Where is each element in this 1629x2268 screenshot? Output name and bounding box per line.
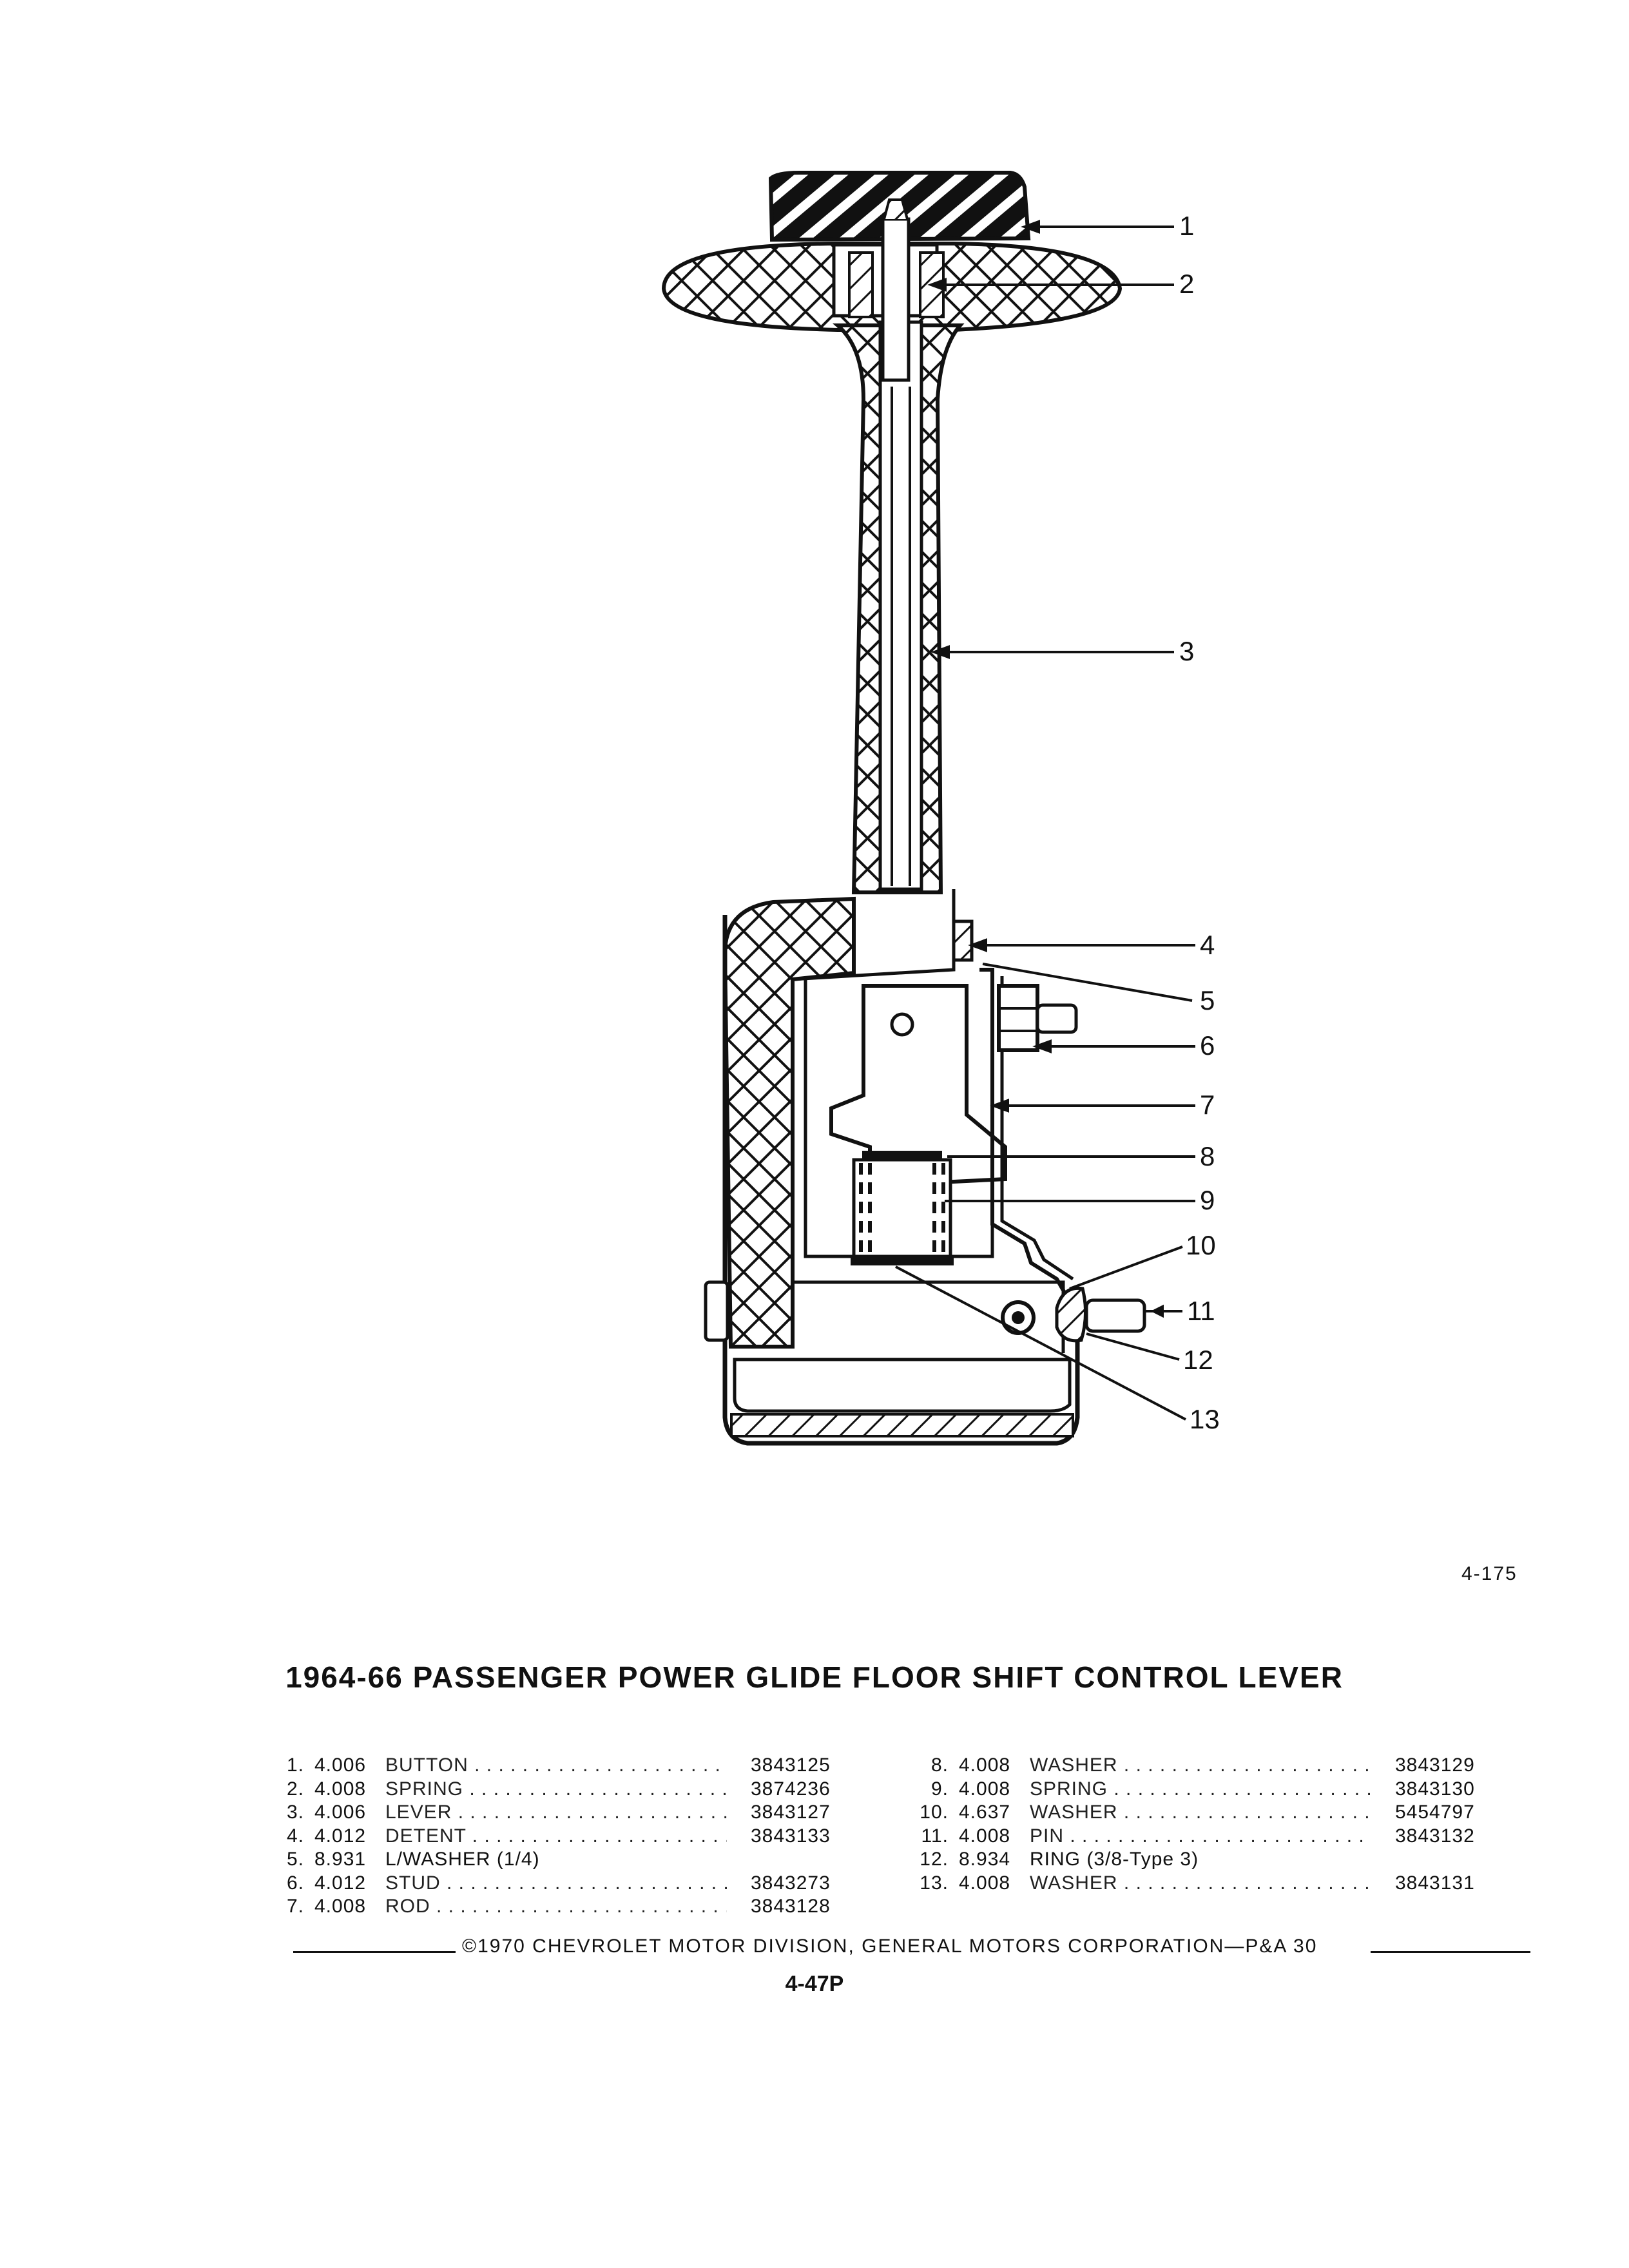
callout-3: 3 bbox=[1179, 636, 1195, 666]
part-number: 3843131 bbox=[1395, 1872, 1475, 1894]
part-name: BUTTON . . . . . . . . . . . . . . . . .… bbox=[385, 1754, 727, 1776]
part-row: 2. 4.008 SPRING . . . . . . . . . . . . . … bbox=[271, 1778, 889, 1802]
rod bbox=[979, 968, 1074, 1303]
parts-list-left: 1. 4.006 BUTTON . . . . . . . . . . . . . … bbox=[271, 1754, 889, 1919]
part-group-number: 8.934 bbox=[959, 1849, 1011, 1870]
part-row: 8. 4.008 WASHER . . . . . . . . . . . . . … bbox=[915, 1754, 1534, 1778]
part-item-number: 3. bbox=[286, 1802, 304, 1823]
part-item-number: 9. bbox=[930, 1778, 949, 1800]
part-number: 3843273 bbox=[751, 1872, 831, 1894]
part-number: 3843127 bbox=[751, 1802, 831, 1823]
leader-lines bbox=[895, 220, 1195, 1421]
shift-lever-diagram bbox=[661, 171, 1195, 1446]
lever-tube bbox=[833, 198, 965, 894]
stud bbox=[997, 984, 1078, 1052]
part-item-number: 7. bbox=[286, 1896, 304, 1917]
part-group-number: 4.008 bbox=[314, 1896, 367, 1917]
part-item-number: 13. bbox=[920, 1872, 949, 1894]
part-number: 3874236 bbox=[751, 1778, 831, 1800]
part-number: 3843128 bbox=[751, 1896, 831, 1917]
part-name: PIN . . . . . . . . . . . . . . . . . . … bbox=[1030, 1825, 1371, 1847]
part-item-number: 6. bbox=[286, 1872, 304, 1894]
part-group-number: 4.008 bbox=[959, 1872, 1011, 1894]
part-name: SPRING . . . . . . . . . . . . . . . . .… bbox=[1030, 1778, 1371, 1800]
copyright-footer: ©1970 CHEVROLET MOTOR DIVISION, GENERAL … bbox=[293, 1936, 1530, 1961]
part-group-number: 4.008 bbox=[959, 1778, 1011, 1800]
copyright-text: ©1970 CHEVROLET MOTOR DIVISION, GENERAL … bbox=[462, 1936, 1318, 1957]
part-name: LEVER . . . . . . . . . . . . . . . . . … bbox=[385, 1802, 727, 1823]
part-row: 4. 4.012 DETENT . . . . . . . . . . . . . … bbox=[271, 1825, 889, 1849]
footer-rule-left bbox=[293, 1951, 456, 1953]
part-number: 5454797 bbox=[1395, 1802, 1475, 1823]
part-name: STUD . . . . . . . . . . . . . . . . . .… bbox=[385, 1872, 727, 1894]
callout-8: 8 bbox=[1200, 1141, 1215, 1171]
part-group-number: 4.012 bbox=[314, 1872, 367, 1894]
part-name: L/WASHER (1/4) bbox=[385, 1849, 540, 1870]
part-group-number: 4.008 bbox=[314, 1778, 367, 1800]
part-item-number: 5. bbox=[286, 1849, 304, 1870]
part-number: 3843133 bbox=[751, 1825, 831, 1847]
part-number: 3843132 bbox=[1395, 1825, 1475, 1847]
part-group-number: 4.006 bbox=[314, 1802, 367, 1823]
callout-5: 5 bbox=[1200, 985, 1215, 1015]
part-row: 9. 4.008 SPRING . . . . . . . . . . . . . … bbox=[915, 1778, 1534, 1802]
part-group-number: 4.006 bbox=[314, 1754, 367, 1776]
part-row: 1. 4.006 BUTTON . . . . . . . . . . . . . … bbox=[271, 1754, 889, 1778]
part-name: ROD . . . . . . . . . . . . . . . . . . … bbox=[385, 1896, 727, 1917]
page-number: 4-47P bbox=[785, 1972, 844, 1996]
callout-2: 2 bbox=[1179, 269, 1195, 299]
figure-code: 4-175 bbox=[1461, 1563, 1518, 1584]
part-number: 3843125 bbox=[751, 1754, 831, 1776]
part-row: 13. 4.008 WASHER . . . . . . . . . . . . .… bbox=[915, 1872, 1534, 1896]
page-title: 1964-66 PASSENGER POWER GLIDE FLOOR SHIF… bbox=[285, 1660, 1344, 1694]
part-name: WASHER . . . . . . . . . . . . . . . . .… bbox=[1030, 1802, 1371, 1823]
inner-spring bbox=[851, 1151, 954, 1265]
callout-9: 9 bbox=[1200, 1185, 1215, 1215]
part-row: 10. 4.637 WASHER . . . . . . . . . . . . .… bbox=[915, 1801, 1534, 1825]
part-number: 3843129 bbox=[1395, 1754, 1475, 1776]
part-name: RING (3/8-Type 3) bbox=[1030, 1849, 1199, 1870]
part-item-number: 4. bbox=[286, 1825, 304, 1847]
part-item-number: 2. bbox=[286, 1778, 304, 1800]
callout-7: 7 bbox=[1200, 1090, 1215, 1120]
part-item-number: 11. bbox=[921, 1825, 949, 1847]
part-group-number: 4.012 bbox=[314, 1825, 367, 1847]
part-item-number: 12. bbox=[920, 1849, 949, 1870]
housing bbox=[704, 889, 1080, 1446]
callout-6: 6 bbox=[1200, 1030, 1215, 1061]
part-group-number: 8.931 bbox=[314, 1849, 367, 1870]
callout-11: 11 bbox=[1187, 1296, 1215, 1326]
callout-10: 10 bbox=[1186, 1230, 1216, 1260]
callout-12: 12 bbox=[1183, 1345, 1213, 1375]
callout-4: 4 bbox=[1200, 930, 1215, 960]
part-name: SPRING . . . . . . . . . . . . . . . . .… bbox=[385, 1778, 727, 1800]
part-row: 3. 4.006 LEVER . . . . . . . . . . . . . .… bbox=[271, 1801, 889, 1825]
pivot-and-pin bbox=[1001, 1286, 1146, 1343]
part-group-number: 4.008 bbox=[959, 1754, 1011, 1776]
footer-rule-right bbox=[1371, 1951, 1530, 1953]
part-name: WASHER . . . . . . . . . . . . . . . . .… bbox=[1030, 1872, 1371, 1894]
part-group-number: 4.008 bbox=[959, 1825, 1011, 1847]
part-row: 5. 8.931 L/WASHER (1/4) bbox=[271, 1848, 889, 1872]
detent bbox=[952, 919, 974, 962]
part-name: WASHER . . . . . . . . . . . . . . . . .… bbox=[1030, 1754, 1371, 1776]
part-number: 3843130 bbox=[1395, 1778, 1475, 1800]
callout-13: 13 bbox=[1190, 1404, 1220, 1434]
callout-1: 1 bbox=[1179, 211, 1195, 241]
part-row: 7. 4.008 ROD . . . . . . . . . . . . . . .… bbox=[271, 1895, 889, 1919]
part-row: 6. 4.012 STUD . . . . . . . . . . . . . . … bbox=[271, 1872, 889, 1896]
part-row: 11. 4.008 PIN . . . . . . . . . . . . . . … bbox=[915, 1825, 1534, 1849]
part-item-number: 1. bbox=[286, 1754, 304, 1776]
part-item-number: 8. bbox=[930, 1754, 949, 1776]
part-item-number: 10. bbox=[920, 1802, 949, 1823]
part-name: DETENT . . . . . . . . . . . . . . . . .… bbox=[385, 1825, 727, 1847]
part-group-number: 4.637 bbox=[959, 1802, 1011, 1823]
part-row: 12. 8.934 RING (3/8-Type 3) bbox=[915, 1848, 1534, 1872]
